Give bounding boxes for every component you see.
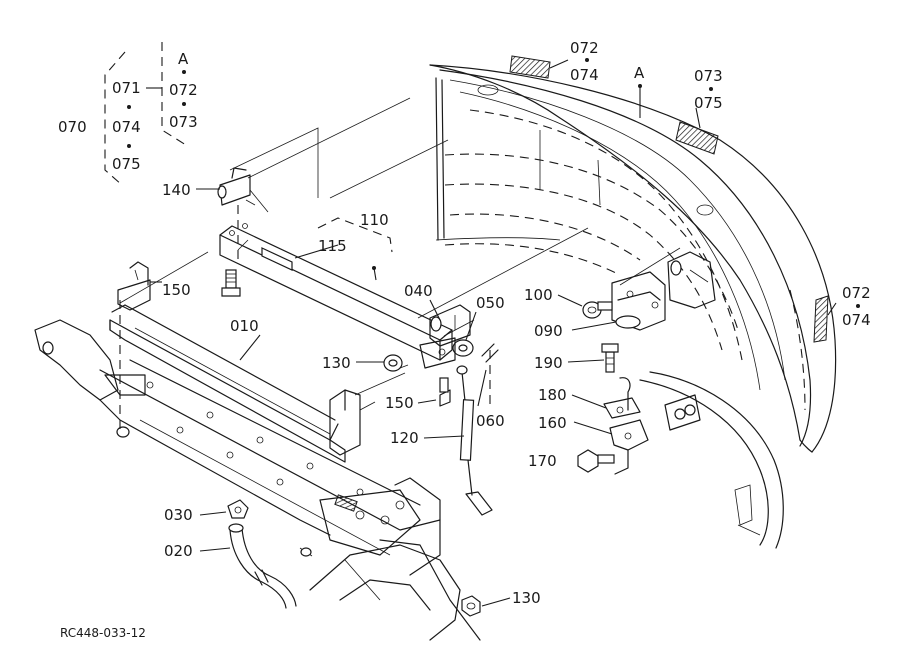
group-bracket-110 xyxy=(317,217,393,253)
diagram-reference-code: RC448-033-12 xyxy=(60,626,146,640)
clamp-030 xyxy=(227,499,249,519)
label-010: 010 xyxy=(230,317,259,335)
label-020: 020 xyxy=(164,542,193,560)
group-bracket-A xyxy=(161,42,187,146)
bracket-lower-left xyxy=(329,389,376,456)
label-115: 115 xyxy=(318,237,347,255)
hose-020 xyxy=(228,523,297,609)
decal-072-074-side xyxy=(813,295,829,343)
label-030: 030 xyxy=(164,506,193,524)
hook-180 xyxy=(603,377,641,419)
label-074-side: 074 xyxy=(842,311,871,329)
label-140: 140 xyxy=(162,181,191,199)
label-110: 110 xyxy=(360,211,389,229)
bushing-050 xyxy=(452,339,474,357)
bracket-160 xyxy=(609,394,701,475)
hood-outline xyxy=(429,64,837,453)
label-150: 150 xyxy=(162,281,191,299)
label-040: 040 xyxy=(404,282,433,300)
label-070: 070 xyxy=(58,118,87,136)
label-072-side: 072 xyxy=(842,284,871,302)
label-dots xyxy=(127,58,860,308)
label-073-hood: 073 xyxy=(694,67,723,85)
striker-upper xyxy=(667,251,716,309)
nut-130-upper xyxy=(383,354,409,372)
label-190: 190 xyxy=(534,354,563,372)
decal-073-075 xyxy=(675,121,719,155)
lower-frame xyxy=(34,300,481,641)
stay-bar-110 xyxy=(219,223,453,361)
lower-panel-right xyxy=(639,371,784,549)
group-bracket-070 xyxy=(104,51,126,186)
label-130: 130 xyxy=(322,354,351,372)
bolt-170 xyxy=(577,449,615,473)
guide-lines xyxy=(119,97,681,396)
bolt-115 xyxy=(221,269,241,297)
bolt-100 xyxy=(582,301,613,319)
label-060: 060 xyxy=(476,412,505,430)
label-050: 050 xyxy=(476,294,505,312)
hinge-040 xyxy=(429,304,471,347)
label-A: A xyxy=(178,50,189,68)
label-072: 072 xyxy=(169,81,198,99)
label-180: 180 xyxy=(538,386,567,404)
latch-090 xyxy=(611,271,666,331)
bracket-140 xyxy=(217,167,269,213)
label-071: 071 xyxy=(112,79,141,97)
label-A-hood: A xyxy=(634,64,645,82)
bolt-190 xyxy=(601,343,619,373)
callout-leaders xyxy=(146,59,837,607)
decal-072-074-top xyxy=(509,55,551,79)
clip-060 xyxy=(481,343,499,410)
label-073: 073 xyxy=(169,113,198,131)
label-150-lower: 150 xyxy=(385,394,414,412)
part-labels: 070 071 074 075 A 072 073 140 110 115 15… xyxy=(58,39,871,640)
label-120: 120 xyxy=(390,429,419,447)
label-100: 100 xyxy=(524,286,553,304)
label-074: 074 xyxy=(112,118,141,136)
nut-130-lower xyxy=(461,595,481,617)
bracket-150-left xyxy=(117,261,151,311)
label-072-top: 072 xyxy=(570,39,599,57)
bracket-150-right xyxy=(419,337,456,407)
label-170: 170 xyxy=(528,452,557,470)
label-090: 090 xyxy=(534,322,563,340)
label-075: 075 xyxy=(112,155,141,173)
label-074-top: 074 xyxy=(570,66,599,84)
label-075-hood: 075 xyxy=(694,94,723,112)
gas-strut-120 xyxy=(456,365,493,516)
label-130-lower: 130 xyxy=(512,589,541,607)
label-160: 160 xyxy=(538,414,567,432)
